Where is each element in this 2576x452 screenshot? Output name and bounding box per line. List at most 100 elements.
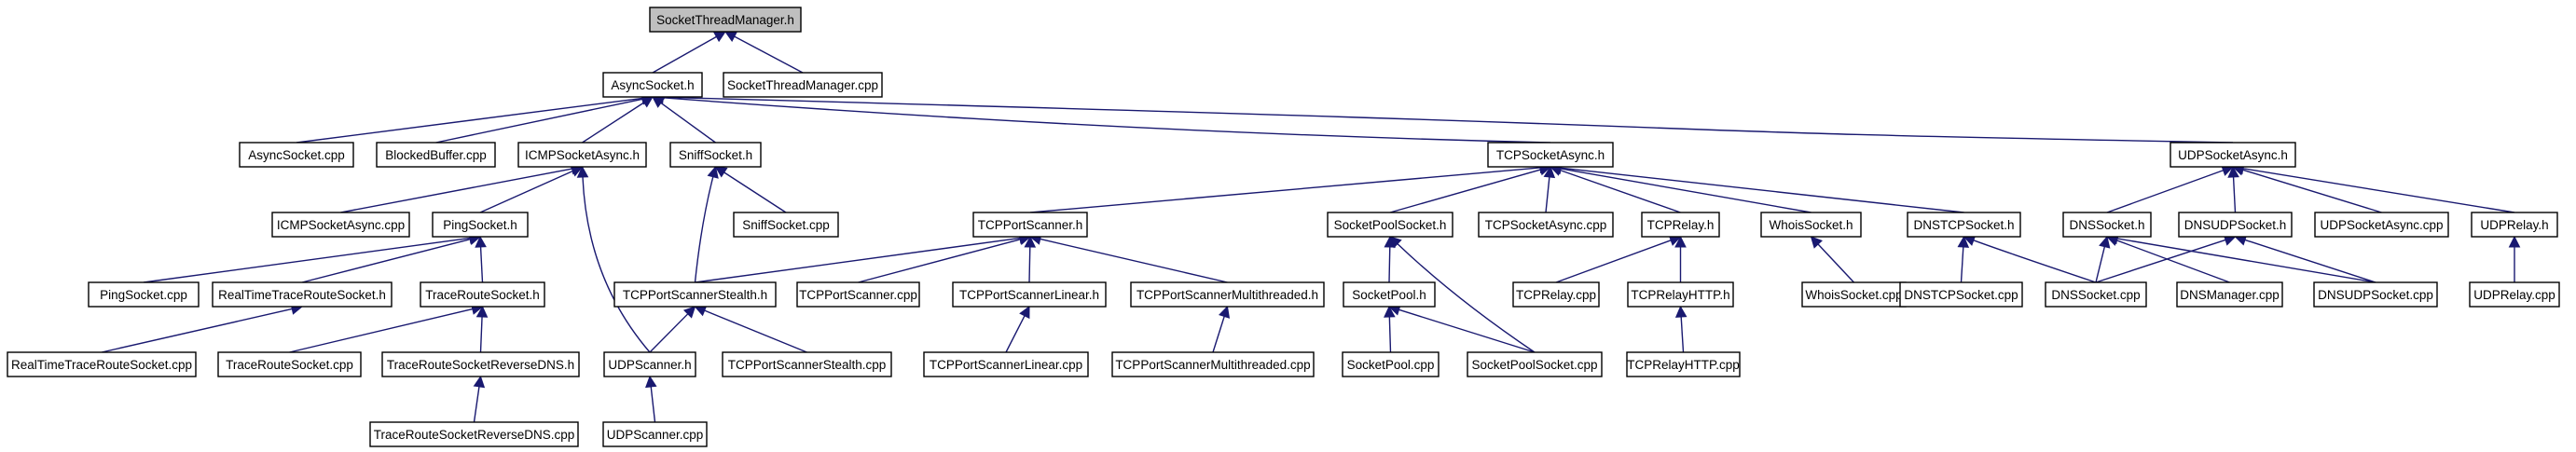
node-box[interactable] xyxy=(271,212,410,238)
node-box[interactable] xyxy=(669,142,762,168)
node-box[interactable] xyxy=(1899,281,2023,308)
node-whois-h[interactable]: WhoisSocket.h xyxy=(1760,212,1862,238)
node-multi-cpp[interactable]: TCPPortScannerMultithreaded.cpp xyxy=(1111,351,1315,377)
node-relay-cpp[interactable]: TCPRelay.cpp xyxy=(1512,281,1600,308)
node-rttr-cpp[interactable]: RealTimeTraceRouteSocket.cpp xyxy=(7,351,197,377)
node-box[interactable] xyxy=(2471,212,2558,238)
node-box[interactable] xyxy=(733,212,839,238)
node-box[interactable] xyxy=(217,351,362,377)
node-udpscan-cpp[interactable]: UDPScanner.cpp xyxy=(602,421,708,447)
node-tr-h[interactable]: TraceRouteSocket.h xyxy=(420,281,545,308)
node-sniff-h[interactable]: SniffSocket.h xyxy=(669,142,762,168)
node-box[interactable] xyxy=(2178,212,2293,238)
node-box[interactable] xyxy=(2469,281,2560,308)
node-box[interactable] xyxy=(212,281,393,308)
node-tcpasync-cpp[interactable]: TCPSocketAsync.cpp xyxy=(1478,212,1614,238)
node-async-h[interactable]: AsyncSocket.h xyxy=(602,72,703,98)
node-dnsudp-cpp[interactable]: DNSUDPSocket.cpp xyxy=(2313,281,2438,308)
node-box[interactable] xyxy=(1478,212,1614,238)
node-box[interactable] xyxy=(2045,281,2147,308)
node-icmp-cpp[interactable]: ICMPSocketAsync.cpp xyxy=(271,212,410,238)
node-box[interactable] xyxy=(1487,142,1614,168)
node-sockpool-cpp[interactable]: SocketPool.cpp xyxy=(1342,351,1440,377)
node-box[interactable] xyxy=(722,351,892,377)
node-udprelay-cpp[interactable]: UDPRelay.cpp xyxy=(2469,281,2560,308)
node-box[interactable] xyxy=(1342,351,1440,377)
node-sniff-cpp[interactable]: SniffSocket.cpp xyxy=(733,212,839,238)
node-box[interactable] xyxy=(796,281,920,308)
node-whois-cpp[interactable]: WhoisSocket.cpp xyxy=(1801,281,1907,308)
node-dnstcp-h[interactable]: DNSTCPSocket.h xyxy=(1907,212,2021,238)
node-box[interactable] xyxy=(1467,351,1603,377)
node-relay-h[interactable]: TCPRelay.h xyxy=(1641,212,1720,238)
node-tcpasync-h[interactable]: TCPSocketAsync.h xyxy=(1487,142,1614,168)
node-dnstcp-cpp[interactable]: DNSTCPSocket.cpp xyxy=(1899,281,2023,308)
node-box[interactable] xyxy=(952,281,1107,308)
node-stm-h[interactable]: SocketThreadManager.h xyxy=(649,7,802,33)
node-box[interactable] xyxy=(2176,281,2283,308)
node-sockpool-h[interactable]: SocketPool.h xyxy=(1343,281,1436,308)
node-box[interactable] xyxy=(1343,281,1436,308)
node-relayhttp-cpp[interactable]: TCPRelayHTTP.cpp xyxy=(1626,351,1741,377)
node-stealth-h[interactable]: TCPPortScannerStealth.h xyxy=(613,281,777,308)
node-linear-h[interactable]: TCPPortScannerLinear.h xyxy=(952,281,1107,308)
node-box[interactable] xyxy=(602,72,703,98)
node-blocked-cpp[interactable]: BlockedBuffer.cpp xyxy=(376,142,496,168)
node-box[interactable] xyxy=(603,351,696,377)
node-udpasync-h[interactable]: UDPSocketAsync.h xyxy=(2170,142,2296,168)
node-box[interactable] xyxy=(1512,281,1600,308)
node-pool-h[interactable]: SocketPoolSocket.h xyxy=(1327,212,1453,238)
node-icmp-h[interactable]: ICMPSocketAsync.h xyxy=(517,142,647,168)
node-udpscan-h[interactable]: UDPScanner.h xyxy=(603,351,696,377)
node-dnsudp-h[interactable]: DNSUDPSocket.h xyxy=(2178,212,2293,238)
node-box[interactable] xyxy=(1760,212,1862,238)
node-box[interactable] xyxy=(2314,212,2449,238)
node-box[interactable] xyxy=(1327,212,1453,238)
node-box[interactable] xyxy=(369,421,579,447)
node-box[interactable] xyxy=(1111,351,1315,377)
node-box[interactable] xyxy=(2313,281,2438,308)
node-box[interactable] xyxy=(88,281,200,308)
node-box[interactable] xyxy=(1641,212,1720,238)
node-box[interactable] xyxy=(7,351,197,377)
node-box[interactable] xyxy=(1907,212,2021,238)
node-box[interactable] xyxy=(376,142,496,168)
node-trrdns-h[interactable]: TraceRouteSocketReverseDNS.h xyxy=(381,351,580,377)
node-stm-cpp[interactable]: SocketThreadManager.cpp xyxy=(723,72,883,98)
node-relayhttp-h[interactable]: TCPRelayHTTP.h xyxy=(1627,281,1734,308)
node-box[interactable] xyxy=(432,212,529,238)
node-box[interactable] xyxy=(517,142,647,168)
node-rttr-h[interactable]: RealTimeTraceRouteSocket.h xyxy=(212,281,393,308)
node-tcpport-h[interactable]: TCPPortScanner.h xyxy=(972,212,1088,238)
node-box[interactable] xyxy=(723,72,883,98)
node-pool-cpp[interactable]: SocketPoolSocket.cpp xyxy=(1467,351,1603,377)
node-linear-cpp[interactable]: TCPPortScannerLinear.cpp xyxy=(923,351,1089,377)
node-ping-h[interactable]: PingSocket.h xyxy=(432,212,529,238)
node-dnsmgr-cpp[interactable]: DNSManager.cpp xyxy=(2176,281,2283,308)
node-box[interactable] xyxy=(649,7,802,33)
node-box[interactable] xyxy=(1627,281,1734,308)
node-stealth-cpp[interactable]: TCPPortScannerStealth.cpp xyxy=(722,351,892,377)
node-dns-h[interactable]: DNSSocket.h xyxy=(2062,212,2152,238)
node-ping-cpp[interactable]: PingSocket.cpp xyxy=(88,281,200,308)
node-box[interactable] xyxy=(1626,351,1741,377)
node-box[interactable] xyxy=(420,281,545,308)
node-box[interactable] xyxy=(239,142,354,168)
node-box[interactable] xyxy=(1130,281,1325,308)
node-tr-cpp[interactable]: TraceRouteSocket.cpp xyxy=(217,351,362,377)
node-box[interactable] xyxy=(1801,281,1907,308)
node-box[interactable] xyxy=(602,421,708,447)
node-box[interactable] xyxy=(2062,212,2152,238)
node-box[interactable] xyxy=(381,351,580,377)
node-multi-h[interactable]: TCPPortScannerMultithreaded.h xyxy=(1130,281,1325,308)
node-tcpport-cpp[interactable]: TCPPortScanner.cpp xyxy=(796,281,920,308)
node-async-cpp[interactable]: AsyncSocket.cpp xyxy=(239,142,354,168)
node-box[interactable] xyxy=(613,281,777,308)
node-box[interactable] xyxy=(972,212,1088,238)
node-trrdns-cpp[interactable]: TraceRouteSocketReverseDNS.cpp xyxy=(369,421,579,447)
node-dns-cpp[interactable]: DNSSocket.cpp xyxy=(2045,281,2147,308)
node-box[interactable] xyxy=(923,351,1089,377)
node-udpasync-cpp[interactable]: UDPSocketAsync.cpp xyxy=(2314,212,2449,238)
node-box[interactable] xyxy=(2170,142,2296,168)
node-udprelay-h[interactable]: UDPRelay.h xyxy=(2471,212,2558,238)
